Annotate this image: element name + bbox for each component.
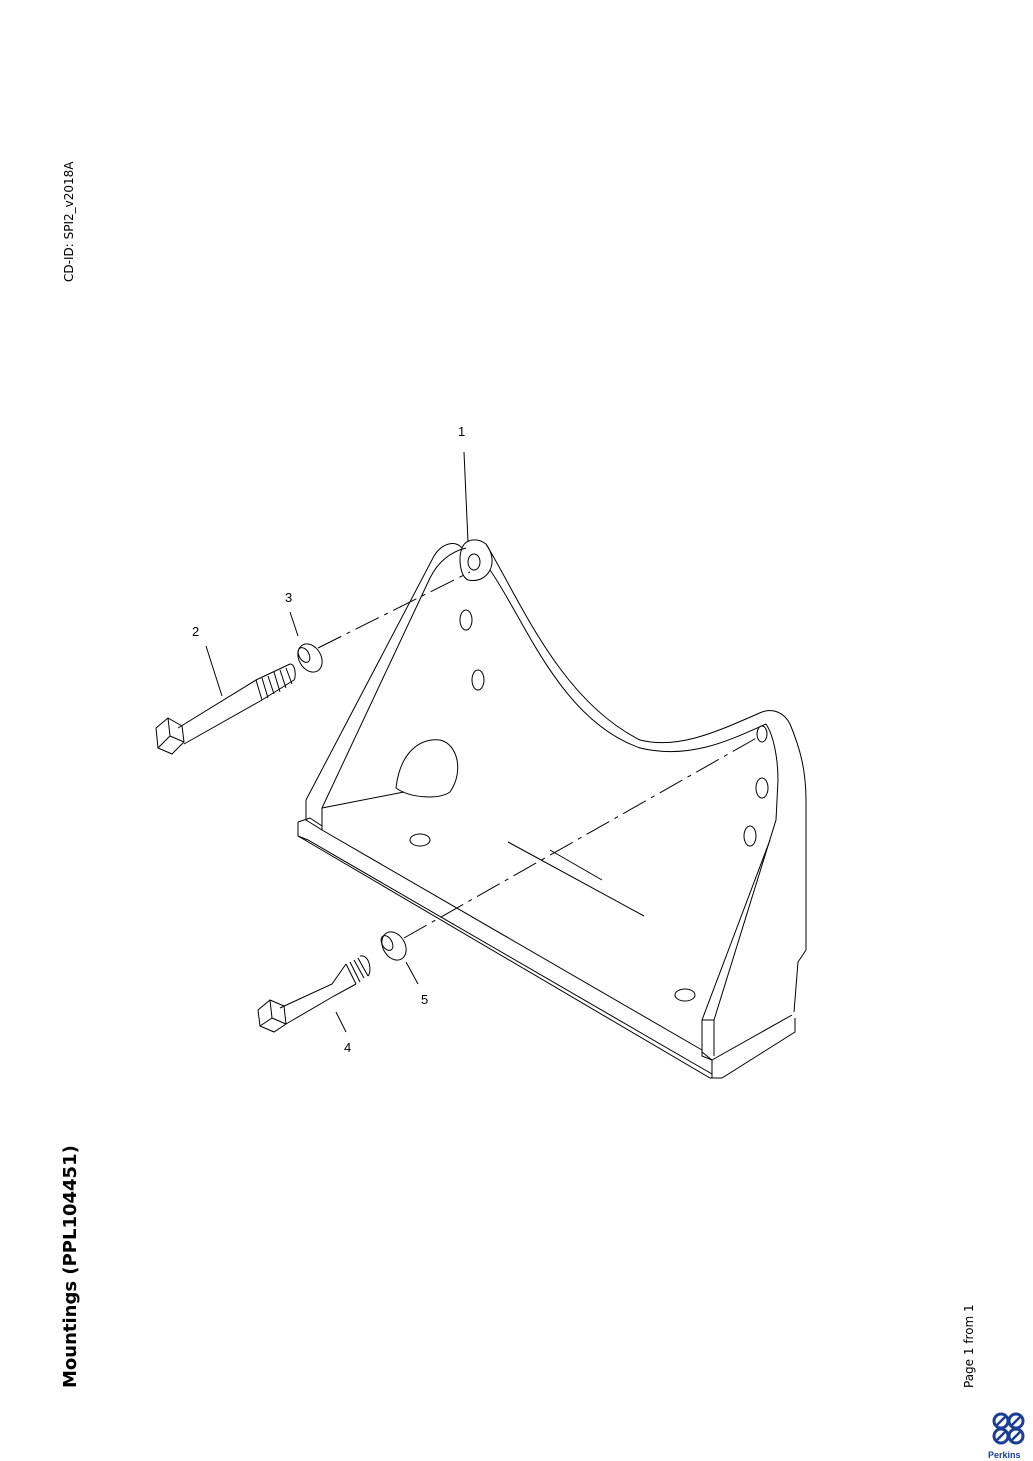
- callout-5: 5: [421, 992, 428, 1007]
- leader-lines: [205, 451, 469, 1033]
- callout-1: 1: [458, 424, 465, 439]
- washer-upper: [297, 643, 323, 673]
- callout-3: 3: [285, 590, 292, 605]
- perkins-logo-icon: [992, 1412, 1025, 1445]
- mounting-bracket: [297, 539, 807, 1079]
- washer-lower: [380, 931, 407, 961]
- bolt-long: [155, 663, 296, 755]
- logo-wordmark: Perkins: [988, 1450, 1021, 1460]
- callout-4: 4: [344, 1040, 351, 1055]
- callout-2: 2: [192, 624, 199, 639]
- bolt-short: [257, 955, 371, 1033]
- center-lines: [317, 571, 761, 939]
